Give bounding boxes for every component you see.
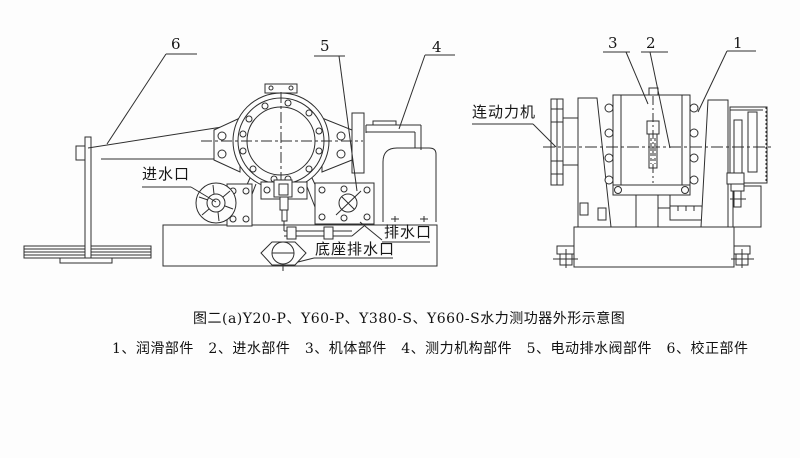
bottom-valve-assembly <box>260 179 365 240</box>
input-shaft-flange <box>550 97 612 228</box>
calibration-stand <box>23 136 152 264</box>
drain-valve-plate <box>314 182 375 225</box>
right-pedestal-panel <box>700 99 768 228</box>
label-leader-lines <box>142 123 557 263</box>
right-view-drawing <box>543 87 772 268</box>
caption-parts-list: 1、润滑部件 2、进水部件 3、机体部件 4、测力机构部件 5、电动排水阀部件 … <box>112 341 749 357</box>
side-base <box>553 226 754 268</box>
callout-3: 3 <box>608 34 618 52</box>
label-drain-outlet: 排水口 <box>384 223 433 241</box>
callout-1: 1 <box>733 34 743 52</box>
lever-arm <box>87 126 223 160</box>
inlet-pump <box>195 182 253 227</box>
side-housing <box>604 87 699 196</box>
label-water-inlet: 进水口 <box>142 165 191 183</box>
label-power-machine: 连动力机 <box>472 103 537 121</box>
caption-title: 图二(a)Y20-P、Y60-P、Y380-S、Y660-S水力测功器外形示意图 <box>193 311 626 327</box>
left-view-drawing <box>23 83 438 271</box>
callout-4: 4 <box>432 38 442 56</box>
base-drain <box>260 241 307 271</box>
circular-housing <box>201 83 363 196</box>
callout-5: 5 <box>320 37 330 55</box>
callout-leader-lines <box>106 50 756 192</box>
label-base-drain-outlet: 底座排水口 <box>315 240 396 258</box>
callout-6: 6 <box>171 35 181 53</box>
callout-2: 2 <box>646 34 656 52</box>
force-measuring-box <box>365 120 437 222</box>
